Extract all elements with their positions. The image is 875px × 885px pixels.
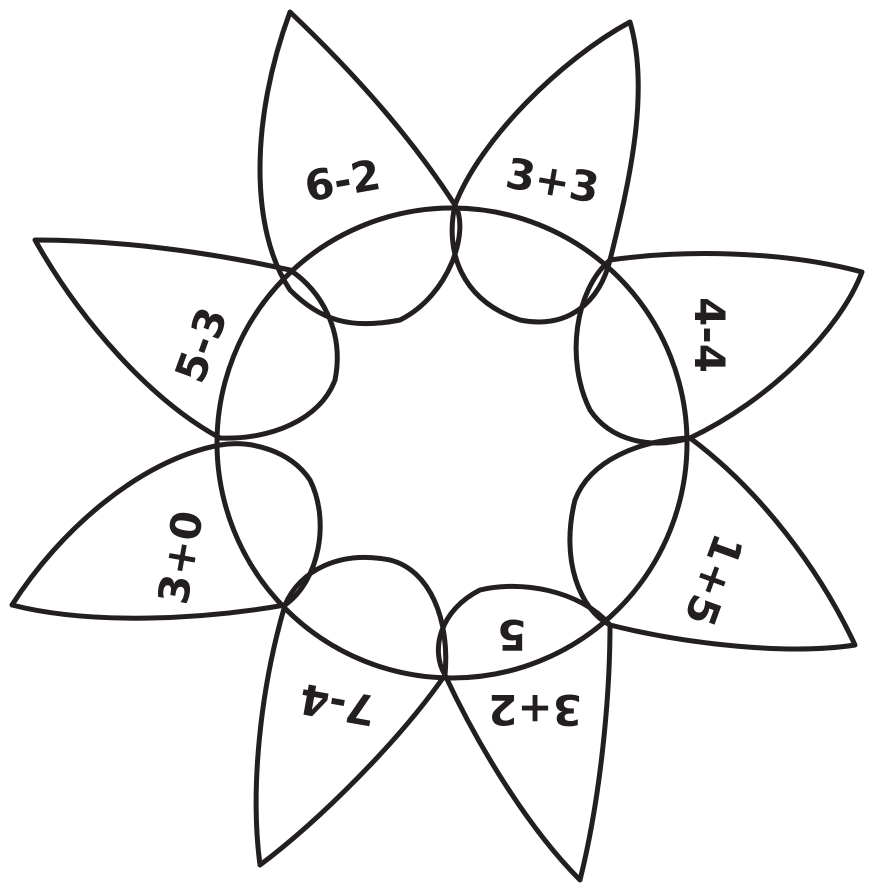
petal-label: 7-4 — [296, 674, 379, 735]
petal-label: 3+3 — [502, 148, 603, 213]
petal-label: 6-2 — [301, 150, 384, 211]
petal-label: 4-4 — [685, 297, 734, 373]
petal-label: 3+0 — [148, 507, 213, 608]
center-answer: 5 — [497, 610, 526, 659]
center-circle — [217, 208, 687, 678]
petal-label: 1+5 — [675, 528, 753, 633]
petal-label: 3+2 — [488, 685, 582, 734]
